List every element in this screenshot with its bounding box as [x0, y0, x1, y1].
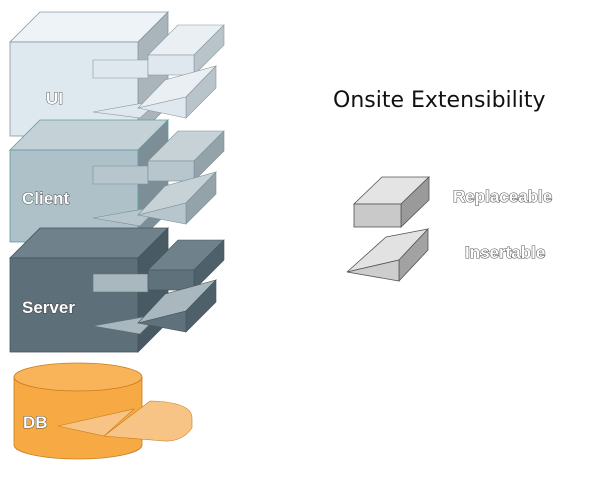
ui-slot: [92, 59, 149, 79]
layer-client: Client: [9, 119, 225, 243]
diagram-title: Onsite Extensibility: [333, 88, 546, 113]
ui-replaceable-front: [147, 54, 195, 76]
db-wedge-piece: [103, 400, 193, 442]
legend: Replaceable Insertable: [346, 176, 553, 283]
layer-db: DB: [13, 362, 193, 460]
legend-item-replaceable: Replaceable: [353, 176, 553, 228]
layer-label-ui: UI: [46, 89, 63, 108]
client-replaceable-front: [147, 160, 195, 182]
client-block-front: [9, 149, 139, 243]
legend-label-replaceable: Replaceable: [453, 187, 552, 206]
layer-label-db: DB: [23, 413, 48, 432]
client-insertable-front: [137, 202, 187, 225]
replaceable-block-icon: [353, 176, 430, 228]
server-insertable-front: [137, 310, 187, 333]
db-cylinder-body: [13, 376, 143, 460]
server-replaceable-front: [147, 269, 195, 291]
insertable-wedge-icon: [346, 227, 430, 283]
layer-server: Server: [9, 227, 225, 353]
layer-ui: UI: [9, 11, 225, 137]
layer-label-server: Server: [22, 298, 75, 317]
db-wedge-slot: [57, 408, 136, 437]
legend-label-insertable: Insertable: [465, 243, 545, 262]
ui-insertable-front: [137, 96, 187, 119]
server-block-front: [9, 257, 139, 353]
server-slot: [92, 273, 149, 293]
db-cylinder-top: [13, 362, 143, 392]
legend-item-insertable: Insertable: [346, 227, 546, 283]
client-slot: [92, 165, 149, 185]
layer-label-client: Client: [22, 189, 70, 208]
